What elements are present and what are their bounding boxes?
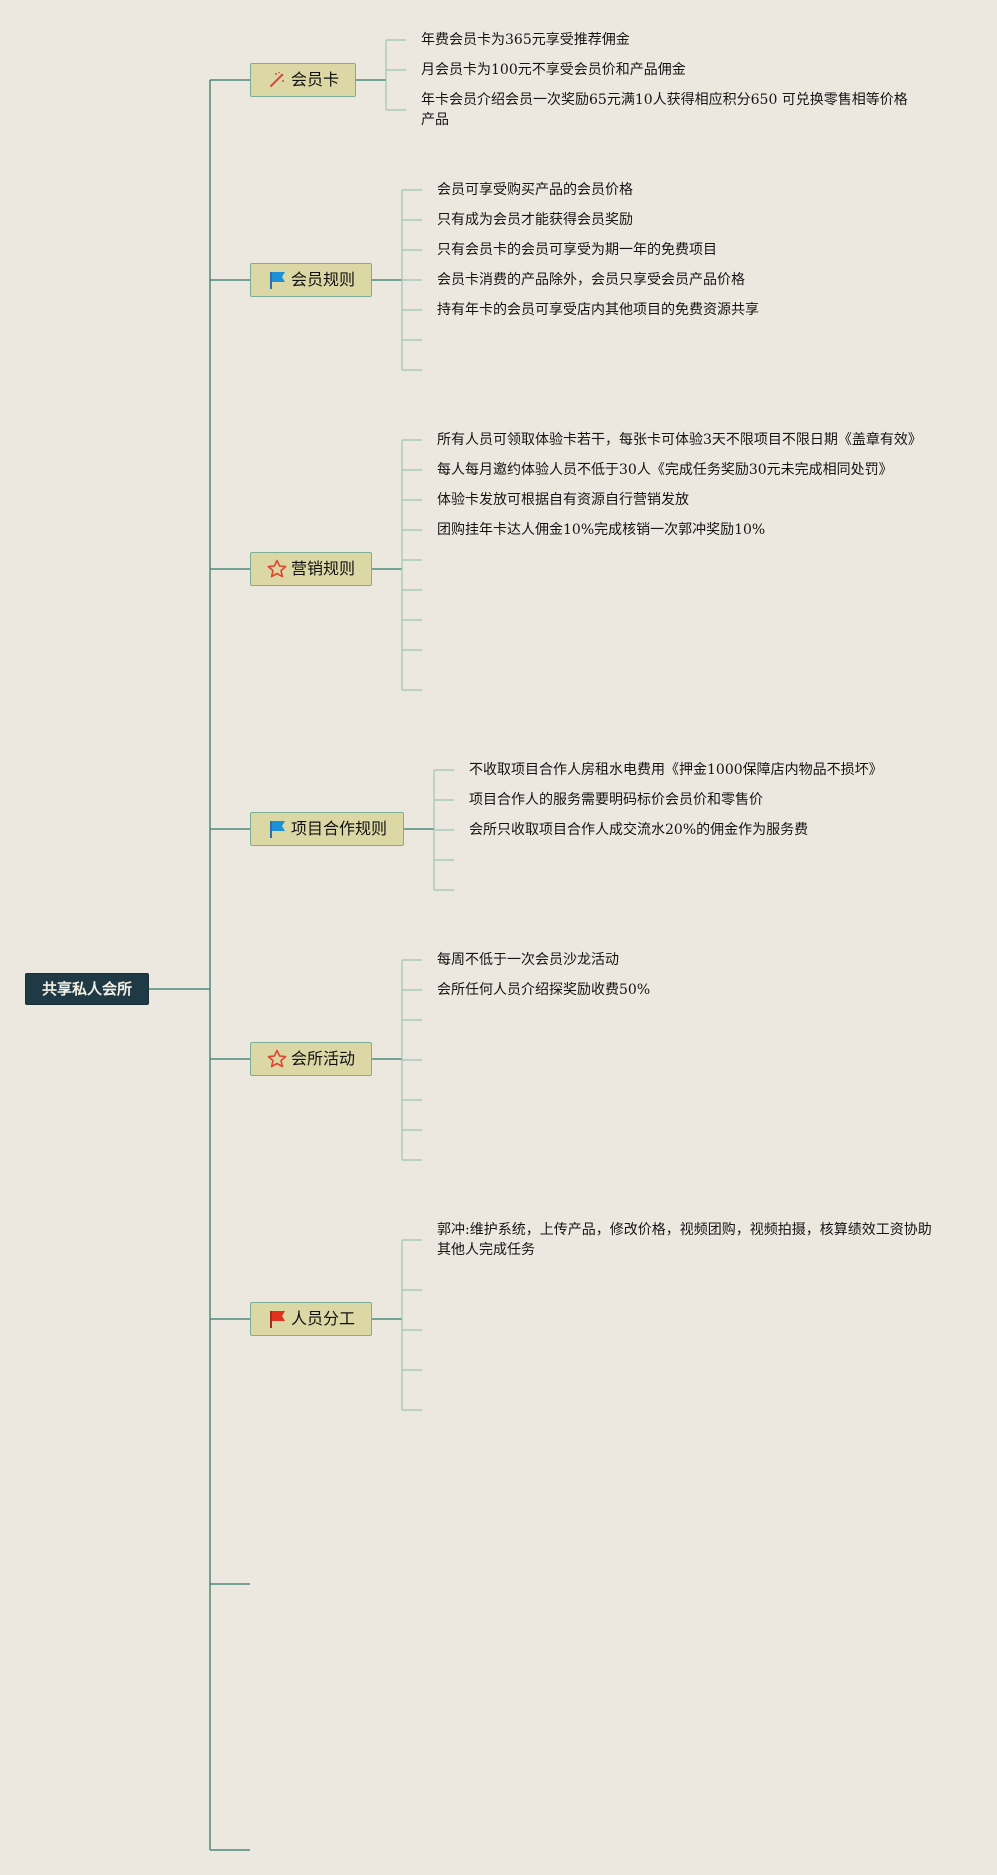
leaf-text: 每人每月邀约体验人员不低于30人《完成任务奖励30元未完成相同处罚》 [437, 462, 893, 478]
leaf-text: 团购挂年卡达人佣金10%完成核销一次郭冲奖励10% [437, 522, 766, 538]
branch-node-membership-rules[interactable]: 会员规则 [250, 263, 372, 297]
star-icon [267, 559, 287, 579]
branch-node-label: 会员卡 [290, 70, 339, 89]
leaf-text: 年卡会员介绍会员一次奖励65元满10人获得相应积分650 可兑换零售相等价格产品 [421, 92, 908, 128]
leaf-text: 项目合作人的服务需要明码标价会员价和零售价 [469, 792, 763, 808]
branch-node-label: 会所活动 [290, 1049, 355, 1068]
root-node-label: 共享私人会所 [41, 979, 132, 998]
branch-node-project-cooperation-rules[interactable]: 项目合作规则 [250, 812, 404, 846]
red-flag-icon [267, 1309, 287, 1329]
branch-node-club-activities[interactable]: 会所活动 [250, 1042, 372, 1076]
wand-icon [267, 70, 287, 90]
leaf-text: 会所任何人员介绍探奖励收费50% [437, 982, 651, 998]
branch-node-marketing-rules[interactable]: 营销规则 [250, 552, 372, 586]
leaf-text: 每周不低于一次会员沙龙活动 [437, 952, 619, 968]
leaf-text: 只有成为会员才能获得会员奖励 [437, 212, 633, 228]
main-connectors [149, 79, 434, 1851]
leaf-text: 月会员卡为100元不享受会员价和产品佣金 [421, 62, 686, 78]
leaf-text: 会所只收取项目合作人成交流水20%的佣金作为服务费 [469, 822, 809, 838]
leaf-text: 年费会员卡为365元享受推荐佣金 [421, 32, 630, 48]
leaf-text: 郭冲:维护系统，上传产品，修改价格，视频团购，视频拍摄，核算绩效工资协助其他人完… [437, 1222, 932, 1258]
leaf-text: 只有会员卡的会员可享受为期一年的免费项目 [437, 242, 717, 258]
leaf-text: 体验卡发放可根据自有资源自行营销发放 [437, 492, 689, 508]
blue-flag-icon [267, 819, 287, 839]
branch-node-label: 会员规则 [290, 270, 355, 289]
star-icon [267, 1049, 287, 1069]
leaf-text: 所有人员可领取体验卡若干，每张卡可体验3天不限项目不限日期《盖章有效》 [437, 432, 922, 448]
branch-node-staff-division[interactable]: 人员分工 [250, 1302, 372, 1336]
leaf-text: 会员可享受购买产品的会员价格 [437, 182, 633, 198]
blue-flag-icon [267, 270, 287, 290]
branch-node-label: 项目合作规则 [290, 819, 387, 838]
branch-node-label: 人员分工 [290, 1309, 355, 1328]
branch-node-label: 营销规则 [290, 559, 355, 578]
leaf-text: 不收取项目合作人房租水电费用《押金1000保障店内物品不损坏》 [469, 762, 883, 778]
leaf-connectors [385, 39, 454, 1411]
branch-node-membership-card[interactable]: 会员卡 [250, 63, 356, 97]
root-node[interactable]: 共享私人会所 [25, 973, 149, 1005]
leaf-text: 会员卡消费的产品除外，会员只享受会员产品价格 [437, 272, 745, 288]
leaf-text: 持有年卡的会员可享受店内其他项目的免费资源共享 [437, 302, 759, 318]
